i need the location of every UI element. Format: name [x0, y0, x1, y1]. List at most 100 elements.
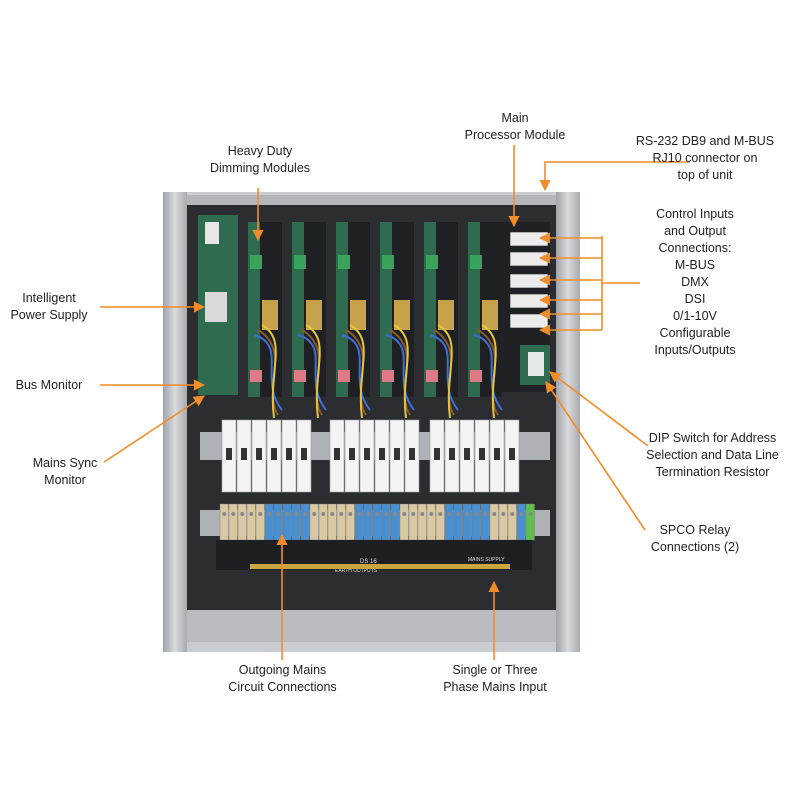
terminal-screw: [267, 512, 272, 516]
wire-yellow: [305, 324, 321, 419]
terminal: [462, 503, 472, 541]
earth-bar: [250, 564, 510, 569]
terminal: [453, 503, 463, 541]
terminal: [417, 503, 427, 541]
terminal-screw: [240, 512, 245, 516]
terminal-screw: [456, 512, 461, 516]
wire-yellow: [261, 324, 277, 419]
breaker-toggle: [379, 448, 385, 460]
cabinet-left-wall: [163, 192, 187, 652]
terminal-screw: [492, 512, 497, 516]
dimming-module-choke: [438, 300, 454, 330]
wire-blue: [385, 334, 415, 411]
breaker-toggle: [241, 448, 247, 460]
terminal-screw: [465, 512, 470, 516]
breaker-toggle: [301, 448, 307, 460]
terminal-screw: [258, 512, 263, 516]
terminal: [408, 503, 418, 541]
terminal-screw: [420, 512, 425, 516]
terminal: [237, 503, 247, 541]
label-power-supply: Intelligent Power Supply: [10, 291, 88, 322]
terminal-screw: [357, 512, 362, 516]
dimming-module-connector: [470, 255, 482, 269]
terminal: [507, 503, 517, 541]
label-main-processor: Main Processor Module: [464, 111, 566, 142]
io-connector-blocks: [509, 231, 549, 329]
breaker-toggle: [394, 448, 400, 460]
io-terminal-block: [509, 231, 549, 247]
power-supply-connector: [205, 222, 219, 244]
breaker-toggle: [226, 448, 232, 460]
wire-yellow: [349, 324, 365, 419]
terminal: [291, 503, 301, 541]
cabinet-right-wall: [556, 192, 580, 652]
label-spco-relay: SPCO Relay Connections (2): [650, 523, 740, 554]
terminal: [345, 503, 355, 541]
dimming-module-choke: [306, 300, 322, 330]
terminal-screw: [510, 512, 515, 516]
terminal: [435, 503, 445, 541]
dimming-module-choke: [482, 300, 498, 330]
wire-yellow: [437, 324, 453, 419]
terminal-screw: [519, 512, 524, 516]
circuit-breakers: [221, 419, 520, 493]
terminal-screw: [222, 512, 227, 516]
terminal-screw: [429, 512, 434, 516]
breaker-toggle: [286, 448, 292, 460]
terminal: [282, 503, 292, 541]
wire-blue: [297, 334, 327, 411]
terminal-screw: [411, 512, 416, 516]
terminal: [255, 503, 265, 541]
terminal: [273, 503, 283, 541]
dimming-module-choke: [350, 300, 366, 330]
terminal: [300, 503, 310, 541]
terminal-blocks: [219, 503, 535, 541]
terminal-screw: [375, 512, 380, 516]
dimming-module-choke: [394, 300, 410, 330]
terminal-screw: [276, 512, 281, 516]
terminal-screw: [231, 512, 236, 516]
terminal: [471, 503, 481, 541]
terminal-screw: [447, 512, 452, 516]
dimming-module-connector: [250, 255, 262, 269]
terminal: [480, 503, 490, 541]
model-label: DS 16: [360, 559, 377, 565]
dimming-module-fuse: [338, 370, 350, 382]
arrow-mains-sync: [103, 395, 205, 463]
breaker-toggle: [479, 448, 485, 460]
breaker-toggle: [494, 448, 500, 460]
label-mains-sync: Mains Sync Monitor: [32, 456, 98, 487]
breaker-toggle: [271, 448, 277, 460]
dimming-module-fuse: [470, 370, 482, 382]
breaker-toggle: [349, 448, 355, 460]
terminal: [444, 503, 454, 541]
dimming-module-choke: [262, 300, 278, 330]
terminal-screw: [303, 512, 308, 516]
dimming-module-fuse: [250, 370, 262, 382]
terminal: [363, 503, 373, 541]
arrow-dip-switch: [549, 371, 649, 447]
wire-blue: [341, 334, 371, 411]
terminal: [327, 503, 337, 541]
breaker-toggle: [256, 448, 262, 460]
breaker-toggle: [434, 448, 440, 460]
arrow-rs232: [539, 161, 690, 192]
terminal: [264, 503, 274, 541]
terminal-screw: [366, 512, 371, 516]
terminal-screw: [528, 512, 533, 516]
dip-switch: [528, 352, 544, 376]
breaker-toggle: [449, 448, 455, 460]
terminal: [372, 503, 382, 541]
terminal-screw: [285, 512, 290, 516]
dimming-module-fuse: [294, 370, 306, 382]
wire-yellow: [393, 324, 409, 419]
dimming-module-connector: [338, 255, 350, 269]
terminal: [318, 503, 328, 541]
label-phase-input: Single or Three Phase Mains Input: [443, 663, 547, 694]
terminal: [390, 503, 400, 541]
label-heavy-duty: Heavy Duty Dimming Modules: [209, 144, 311, 175]
wire-blue: [429, 334, 459, 411]
label-dip-switch: DIP Switch for Address Selection and Dat…: [646, 431, 779, 479]
